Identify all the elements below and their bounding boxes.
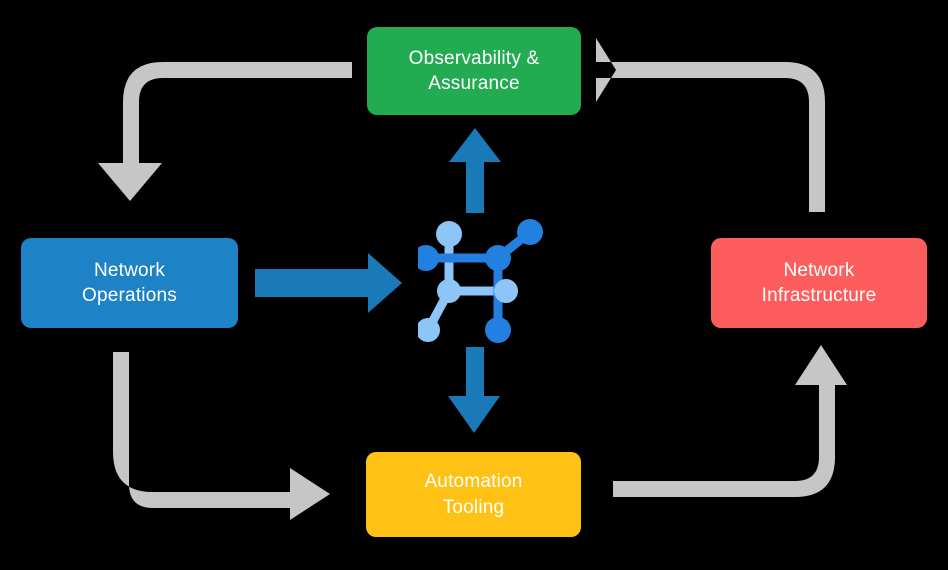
arrow-observability-to-operations — [98, 62, 352, 201]
arrow-operations-to-automation — [113, 352, 330, 520]
node-automation-tooling[interactable]: Automation Tooling — [366, 452, 581, 537]
network-topology-icon — [418, 219, 543, 343]
hub-icon-edges-dark — [421, 227, 535, 335]
node-network-infrastructure[interactable]: Network Infrastructure — [711, 238, 927, 328]
node-network-operations[interactable]: Network Operations — [21, 238, 238, 328]
node-observability-assurance[interactable]: Observability & Assurance — [367, 27, 581, 115]
node-label-automation-tooling: Automation Tooling — [424, 471, 523, 518]
arrow-hub-to-observability — [449, 128, 501, 213]
hub-icon-nodes-dark — [418, 219, 543, 343]
node-label-observability: Observability & Assurance — [408, 47, 540, 94]
node-label-network-infrastructure: Network Infrastructure — [761, 259, 877, 306]
arrow-hub-to-automation — [448, 347, 500, 433]
arrow-automation-to-infrastructure — [613, 345, 847, 497]
node-label-network-operations: Network Operations — [82, 259, 177, 306]
arrow-infrastructure-to-observability — [596, 38, 825, 212]
arrow-operations-to-hub — [255, 253, 402, 313]
hub-icon-nodes-light — [418, 221, 518, 342]
